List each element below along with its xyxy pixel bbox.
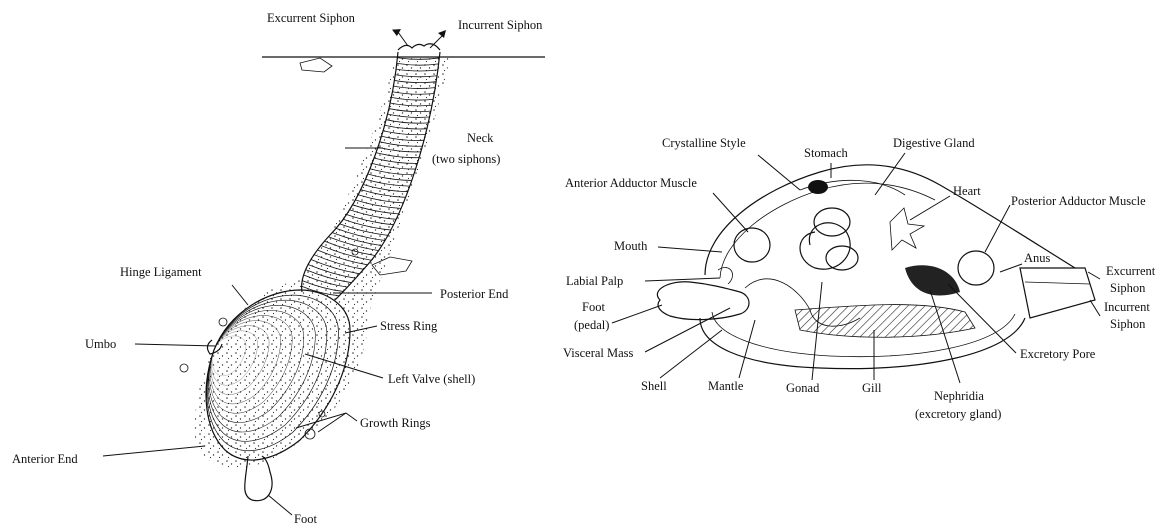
left-clam-diagram: Excurrent Siphon Incurrent Siphon Neck (… [12, 11, 545, 526]
label-gill: Gill [862, 381, 882, 395]
posterior-adductor-leader [985, 205, 1010, 252]
nephridia-leader [930, 290, 960, 383]
mouth-leader [658, 247, 722, 252]
excurrent-siphon-leader [1088, 272, 1100, 279]
excurrent-arrowhead [392, 26, 403, 37]
label-visceral-mass: Visceral Mass [563, 346, 634, 360]
label-crystalline-style: Crystalline Style [662, 136, 746, 150]
label-incurrent-siphon-1: Incurrent [1104, 300, 1150, 314]
incurrent-siphon-leader [1090, 300, 1100, 316]
digestive-gland-lobe [826, 246, 858, 270]
nephridia-shape [905, 265, 960, 295]
incurrent-arrowhead [438, 30, 446, 38]
label-excurrent-siphon-1: Excurrent [1106, 264, 1156, 278]
posterior-adductor-muscle-shape [958, 251, 994, 285]
excurrent-arrow-line [398, 32, 408, 46]
sediment-stipple [195, 58, 450, 468]
siphon-body [1020, 268, 1095, 318]
label-heart: Heart [953, 184, 981, 198]
pebble-3 [219, 318, 227, 326]
label-foot: Foot [294, 512, 317, 526]
label-excurrent-siphon-2: Siphon [1110, 281, 1146, 295]
label-nephridia-sub: (excretory gland) [915, 407, 1001, 421]
label-excretory-pore: Excretory Pore [1020, 347, 1096, 361]
foot-pedal-shape [657, 282, 749, 320]
label-foot-right: Foot [582, 300, 605, 314]
label-stomach: Stomach [804, 146, 848, 160]
anterior-adductor-muscle-shape [734, 228, 770, 262]
stomach-shape [808, 180, 828, 194]
label-anus: Anus [1024, 251, 1051, 265]
digestive-gland-leader [875, 153, 905, 195]
label-mouth: Mouth [614, 239, 648, 253]
label-incurrent-siphon-2: Siphon [1110, 317, 1146, 331]
label-growth-rings: Growth Rings [360, 416, 431, 430]
body-dorsal-outline [705, 165, 1075, 275]
label-digestive-gland: Digestive Gland [893, 136, 975, 150]
label-umbo: Umbo [85, 337, 116, 351]
heart-leader [910, 196, 950, 220]
siphon-divider [1025, 282, 1090, 284]
label-left-valve: Left Valve (shell) [388, 372, 475, 386]
label-posterior-end: Posterior End [440, 287, 509, 301]
surface-pebble [300, 58, 332, 72]
digestive-gland-shape [814, 208, 850, 236]
label-mantle: Mantle [708, 379, 744, 393]
right-anatomy-diagram: Stomach Crystalline Style Digestive Glan… [563, 136, 1156, 421]
mantle-leader [739, 320, 755, 378]
shell-leader [660, 330, 722, 378]
crystalline-style-leader [758, 155, 800, 190]
anterior-adductor-leader [713, 193, 748, 232]
label-foot-pedal: (pedal) [574, 318, 609, 332]
anus-leader [1000, 264, 1022, 272]
umbo-leader [135, 344, 216, 346]
pebble-4 [180, 364, 188, 372]
anterior-end-leader [103, 446, 205, 456]
gill-shape [795, 305, 975, 338]
hinge-ligament-leader [232, 285, 248, 305]
label-labial-palp: Labial Palp [566, 274, 623, 288]
label-incurrent-siphon: Incurrent Siphon [458, 18, 543, 32]
label-anterior-adductor-muscle: Anterior Adductor Muscle [565, 176, 697, 190]
foot-leader-right [612, 305, 662, 323]
label-posterior-adductor-muscle: Posterior Adductor Muscle [1011, 194, 1146, 208]
label-hinge-ligament: Hinge Ligament [120, 265, 202, 279]
label-stress-ring: Stress Ring [380, 319, 438, 333]
foot-leader [268, 495, 292, 515]
label-excurrent-siphon: Excurrent Siphon [267, 11, 356, 25]
labial-palp-leader [645, 278, 720, 281]
label-neck-sub: (two siphons) [432, 152, 500, 166]
label-nephridia: Nephridia [934, 389, 984, 403]
label-anterior-end: Anterior End [12, 452, 78, 466]
label-shell: Shell [641, 379, 667, 393]
label-neck: Neck [467, 131, 494, 145]
label-gonad: Gonad [786, 381, 820, 395]
